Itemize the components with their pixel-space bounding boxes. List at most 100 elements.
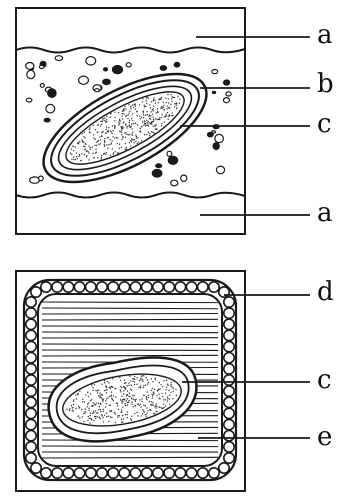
label-e: e [317,424,332,450]
cell-bead [209,468,219,478]
cell-bead [26,353,36,363]
cell-bead [26,341,36,351]
cell-bead [224,375,234,385]
top-panel [16,8,310,234]
cell-bead [26,375,36,385]
cell-bead [142,468,152,478]
striation-line [42,344,218,345]
cell-bead [224,431,234,441]
cell-bead [26,431,36,441]
cell-bead [26,364,36,374]
cell-bead [224,341,234,351]
striation-line [42,302,218,303]
cell-bead [224,330,234,340]
cell-bead [224,308,234,318]
striation-line [42,457,218,458]
cell-bead [153,468,163,478]
cell-bead [224,442,234,452]
cell-bead [198,282,208,292]
cell-bead [26,386,36,396]
granule [167,151,172,156]
cell-bead [31,287,41,297]
cell-bead [26,453,36,463]
granule [181,175,187,181]
granule [40,84,44,88]
cell-bead [26,397,36,407]
granule [113,66,123,74]
cell-bead [224,353,234,363]
granule [95,89,100,92]
granule [213,143,219,150]
cell-bead [224,364,234,374]
granule [27,70,35,78]
granule [224,98,230,103]
granule [86,57,96,65]
label-c-bottom: c [317,367,332,393]
granule [224,80,230,85]
cell-bead [26,419,36,429]
striation-line [42,332,218,333]
cell-bead [164,282,174,292]
cell-bead [97,282,107,292]
cell-bead [224,297,234,307]
granule [26,63,34,70]
granule [44,118,50,122]
granule [160,66,166,71]
granule [215,134,224,142]
striation-line [42,446,218,447]
cell-bead [175,282,185,292]
granule [226,92,231,96]
cell-bead [224,419,234,429]
granule [55,56,62,61]
granule [103,79,111,84]
cell-bead [153,282,163,292]
granule [39,65,43,68]
striation-line [42,355,218,356]
granule [212,70,218,74]
cell-bead [26,408,36,418]
cell-bead [26,442,36,452]
cell-bead [224,319,234,329]
cell-bead [97,468,107,478]
cell-bead [63,282,73,292]
granule [216,166,224,174]
cell-bead [224,397,234,407]
cell-bead [130,282,140,292]
cell-bead [175,468,185,478]
label-a-top: a [317,22,333,48]
cell-bead [108,282,118,292]
granule [212,131,216,133]
cell-bead [74,282,84,292]
cell-bead [119,282,129,292]
cell-bead [74,468,84,478]
granule [126,63,131,67]
cell-bead [164,468,174,478]
granule [26,98,32,102]
bottom-panel [16,271,310,491]
granule [104,68,108,71]
label-d: d [317,279,334,305]
granule [212,91,215,93]
granule [79,76,89,84]
granule [46,104,55,113]
label-a-bottom: a [317,200,333,226]
granule [152,170,162,178]
granule [171,180,178,186]
cell-bead [186,468,196,478]
cell-bead [26,319,36,329]
cell-bead [26,297,36,307]
granule [39,176,44,181]
granule [168,156,177,164]
striation-line [42,440,218,441]
cell-bead [224,408,234,418]
cell-bead [142,282,152,292]
granule [174,62,180,67]
cell-bead [130,468,140,478]
cell-bead [86,282,96,292]
cell-bead [26,308,36,318]
cell-bead [119,468,129,478]
cell-bead [219,463,229,473]
cell-bead [26,330,36,340]
cell-bead [108,468,118,478]
